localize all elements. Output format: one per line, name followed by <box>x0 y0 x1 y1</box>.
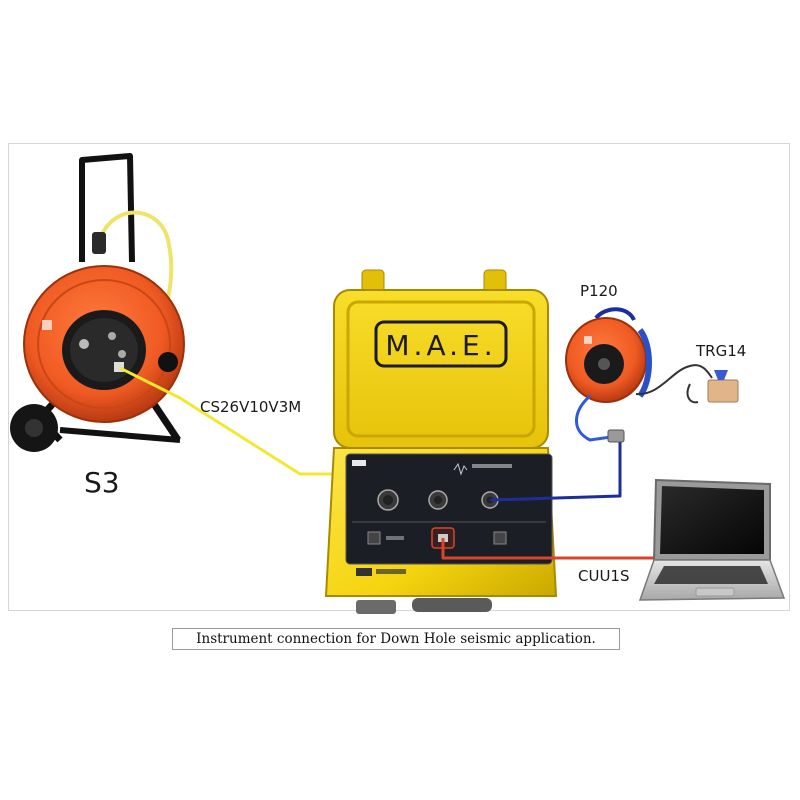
reel-s3-plug <box>92 232 106 254</box>
figure-caption: Instrument connection for Down Hole seis… <box>172 628 620 650</box>
cable-red-usb <box>441 538 660 560</box>
trigger-trg14 <box>635 364 739 404</box>
reel-s3 <box>10 153 185 452</box>
seismograph-lid <box>333 289 549 449</box>
label-usb-cable: CUU1S <box>578 567 630 585</box>
lid-logo-frame <box>374 320 508 368</box>
label-trigger: TRG14 <box>696 342 747 360</box>
cable-blue-p120 <box>489 442 622 502</box>
label-reel-s3: S3 <box>84 466 120 499</box>
reel-p120 <box>565 307 652 443</box>
reel-s3-connector <box>114 362 124 372</box>
trigger-block <box>707 379 739 403</box>
lid-logo: M.A.E. <box>385 329 496 362</box>
laptop-screen <box>660 486 764 554</box>
laptop <box>638 478 786 601</box>
label-reel-p120: P120 <box>580 282 618 300</box>
label-cable: CS26V10V3M <box>200 398 302 416</box>
seismograph-case: M.A.E. <box>324 269 558 614</box>
